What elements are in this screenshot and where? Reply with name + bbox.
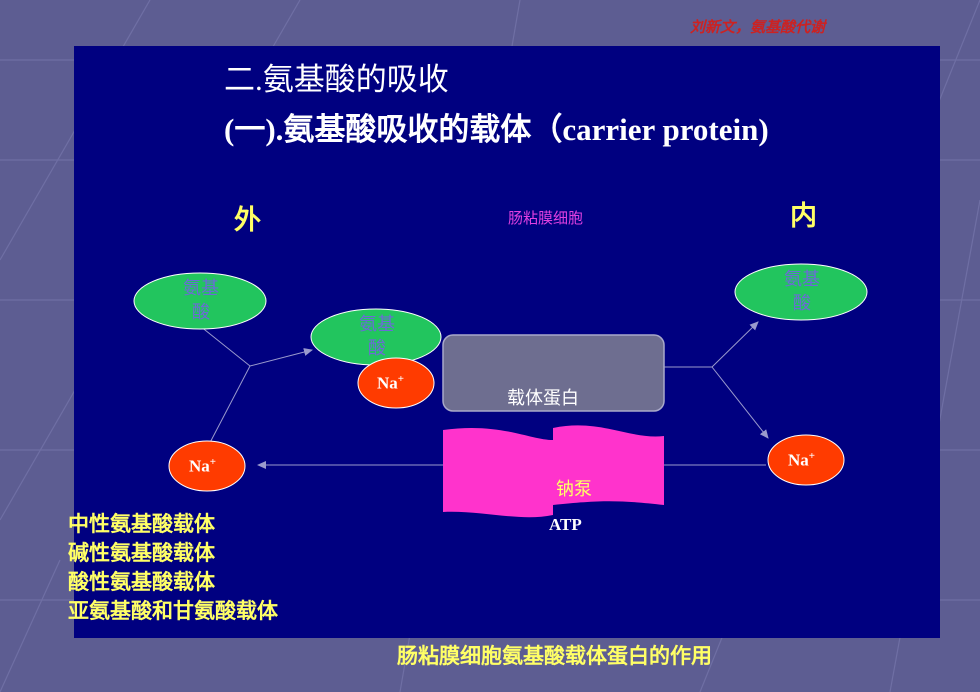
efflux-arrow-amino-acid — [664, 321, 759, 368]
carrier-type-item: 酸性氨基酸载体 — [68, 570, 215, 594]
sodium-charge: + — [808, 450, 816, 462]
carrier-type-item: 中性氨基酸载体 — [68, 512, 215, 536]
sodium-charge: + — [397, 373, 405, 385]
carrier-type-item: 亚氨基酸和甘氨酸载体 — [68, 599, 278, 623]
sodium-ion-outside-label: Na+ — [189, 456, 216, 477]
efflux-arrow-sodium — [711, 366, 769, 439]
sodium-ion-outside — [168, 440, 246, 492]
sodium-ion-bound-label: Na+ — [377, 373, 404, 394]
amino-acid-inside-label: 氨基酸 — [784, 269, 820, 313]
influx-arrow-amino-acid — [199, 325, 313, 367]
author-tag: 刘新文，氨基酸代谢 — [690, 18, 826, 36]
sodium-symbol: Na — [788, 450, 809, 470]
sodium-ion-inside-label: Na+ — [788, 450, 815, 471]
carrier-types-list: 中性氨基酸载体 碱性氨基酸载体 酸性氨基酸载体 亚氨基酸和甘氨酸载体 — [68, 510, 278, 626]
carrier-protein-label: 载体蛋白 — [507, 388, 579, 408]
sodium-symbol: Na — [189, 456, 210, 476]
outside-label: 外 — [234, 205, 261, 235]
amino-acid-inside — [734, 263, 868, 321]
sodium-symbol: Na — [377, 373, 398, 393]
amino-acid-bound-label: 氨基酸 — [359, 314, 395, 358]
sodium-pump-shape — [443, 425, 664, 518]
amino-acid-outside-label: 氨基酸 — [183, 278, 219, 322]
cell-label: 肠粘膜细胞 — [508, 211, 584, 227]
carrier-protein-box — [442, 334, 665, 412]
sodium-pump-label: 钠泵 — [556, 479, 592, 499]
diagram-caption: 肠粘膜细胞氨基酸载体蛋白的作用 — [397, 644, 712, 668]
carrier-type-item: 碱性氨基酸载体 — [68, 541, 215, 565]
inside-label: 内 — [790, 201, 817, 231]
section-title: 二.氨基酸的吸收 — [224, 62, 449, 97]
sodium-charge: + — [209, 456, 217, 468]
subsection-title: (一).氨基酸吸收的载体（carrier protein) — [224, 112, 769, 147]
amino-acid-outside — [133, 272, 267, 330]
sodium-ion-inside — [767, 434, 845, 486]
atp-label: ATP — [549, 515, 582, 534]
sodium-ion-bound — [357, 357, 435, 409]
